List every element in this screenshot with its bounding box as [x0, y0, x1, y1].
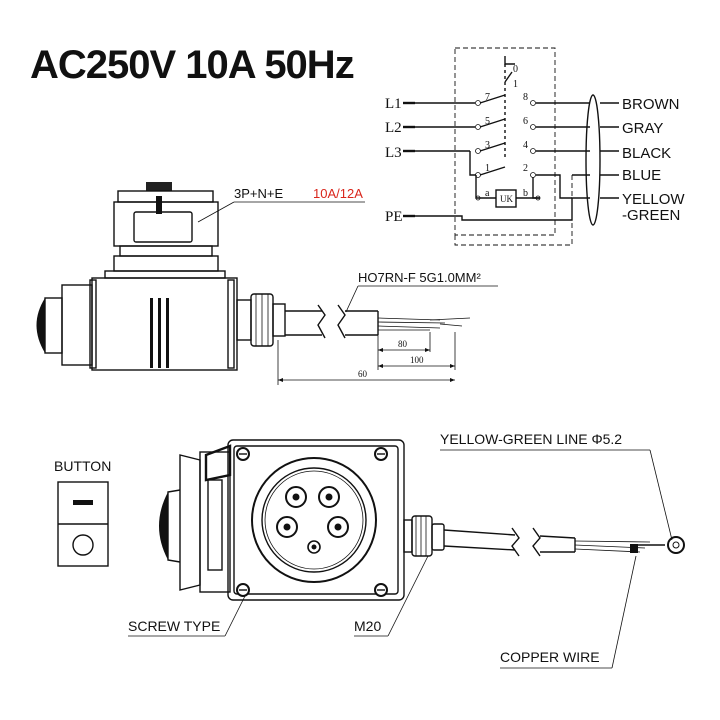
label-pe: PE — [385, 209, 403, 225]
contact-num: 1 — [513, 79, 518, 90]
contact-row-2 — [475, 118, 590, 130]
switch-plunger — [504, 56, 515, 160]
contact-num: 0 — [513, 64, 518, 75]
on-symbol — [72, 534, 94, 556]
socket-spec-rating: 10A/12A — [313, 186, 363, 201]
front-view: YELLOW-GREEN LINE Φ5.2 SCREW TYPE M20 CO… — [128, 431, 685, 669]
cable-gland-side — [236, 293, 286, 347]
contact-num: 5 — [485, 116, 490, 127]
contact-num: 4 — [523, 140, 528, 151]
button-legend: BUTTON — [54, 458, 111, 567]
contact-row-4 — [475, 166, 590, 199]
wire-gray: GRAY — [622, 120, 663, 137]
socket-face — [251, 457, 377, 583]
contact-num: b — [523, 188, 528, 199]
switch-body-side — [36, 277, 238, 371]
wire-brown: BROWN — [622, 96, 680, 113]
copper-wire-label: COPPER WIRE — [500, 649, 600, 665]
dim-80: 80 — [398, 339, 408, 349]
wire-yellow: YELLOW — [622, 191, 685, 208]
contact-num: 3 — [485, 140, 490, 151]
off-symbol — [73, 500, 93, 505]
contact-row-3 — [469, 142, 590, 176]
switch-enclosure-outline — [454, 47, 556, 236]
cable-side — [285, 304, 471, 339]
cable-bundle-ellipse — [585, 94, 601, 226]
wire-green: -GREEN — [622, 207, 680, 224]
contact-num: 2 — [523, 163, 528, 174]
side-view: 3P+N+E 10A/12A HO7RN-F 5G1.0MM² 80 100 6… — [36, 182, 498, 385]
wiring-schematic: L1 L2 L3 PE — [385, 47, 685, 246]
contact-num: a — [485, 188, 490, 199]
socket-cap — [104, 182, 226, 279]
yellow-green-line-label: YELLOW-GREEN LINE Φ5.2 — [440, 431, 622, 447]
contact-row-1 — [475, 94, 590, 106]
cable-front — [443, 527, 685, 557]
label-l3: L3 — [385, 145, 402, 161]
wire-black: BLACK — [622, 145, 671, 162]
title: AC250V 10A 50Hz — [30, 43, 354, 87]
label-l2: L2 — [385, 120, 402, 136]
uk-coil: UK — [475, 175, 541, 208]
socket-pin — [276, 486, 349, 554]
contact-num: 1 — [485, 163, 490, 174]
socket-spec-prefix: 3P+N+E — [234, 186, 283, 201]
cable-spec: HO7RN-F 5G1.0MM² — [358, 270, 481, 285]
side-cap-front — [159, 444, 232, 593]
dimension-lines — [277, 332, 456, 385]
contact-num: 6 — [523, 116, 528, 127]
corner-screw — [236, 447, 388, 597]
pe-boundary — [454, 175, 573, 246]
screw-type-label: SCREW TYPE — [128, 618, 220, 634]
dim-100: 100 — [410, 355, 424, 365]
cable-gland-front — [403, 515, 445, 557]
switch-body-front — [227, 439, 405, 601]
dim-60: 60 — [358, 369, 368, 379]
label-l1: L1 — [385, 96, 402, 112]
wire-blue: BLUE — [622, 167, 661, 184]
uk-label: UK — [500, 194, 513, 204]
contact-num: 7 — [485, 92, 490, 103]
button-title: BUTTON — [54, 458, 111, 474]
m20-label: M20 — [354, 618, 381, 634]
contact-num: 8 — [523, 92, 528, 103]
